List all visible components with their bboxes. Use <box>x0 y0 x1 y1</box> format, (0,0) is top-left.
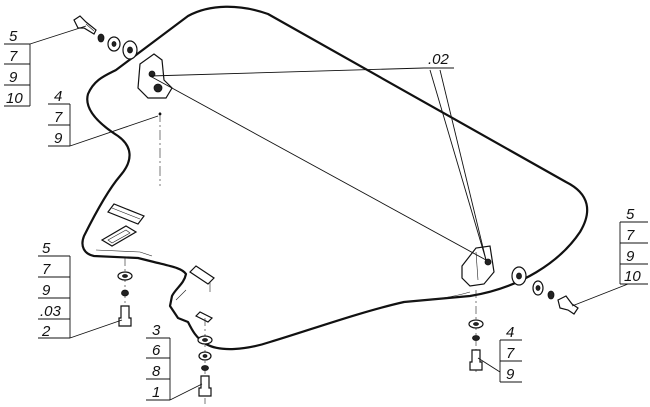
skid-plate-rib <box>175 289 187 301</box>
callout-item: 9 <box>54 130 63 147</box>
callout-item: 2 <box>41 323 51 340</box>
callout-item: 7 <box>54 109 63 126</box>
skid-plate-edge-return <box>403 291 471 303</box>
axis-mid-left <box>69 112 162 186</box>
tab-bottom <box>189 265 215 285</box>
callout-item: 7 <box>626 227 635 244</box>
fastener-stack-bottom-center <box>169 318 213 404</box>
callout-item: 6 <box>152 342 161 359</box>
fastener-stack-lower-left <box>69 258 133 339</box>
callout-item: 7 <box>9 48 18 65</box>
bolt-icon <box>73 15 97 35</box>
tab-upper <box>107 203 145 225</box>
callout-item: 5 <box>42 240 51 257</box>
callout-right: 5 7 9 10 <box>619 206 648 285</box>
callout-item: 5 <box>626 206 635 223</box>
bolt-icon <box>557 295 579 315</box>
callout-item: 9 <box>506 366 515 383</box>
bracket-hole <box>484 258 492 266</box>
tab-slot <box>100 225 138 247</box>
bolt-icon <box>198 375 212 397</box>
callout-item: 8 <box>152 363 161 380</box>
callout-top-left: 5 7 9 10 <box>4 28 31 107</box>
reference-lines: .02 <box>149 51 487 261</box>
callout-item: 7 <box>506 345 515 362</box>
callout-item: 7 <box>42 261 51 278</box>
lock-washer-icon <box>121 289 129 297</box>
fastener-stack-right <box>511 266 629 315</box>
callout-item: .03 <box>40 303 62 320</box>
callout-lower-left: 5 7 9 .03 2 <box>38 240 71 340</box>
callout-item: 3 <box>152 322 161 339</box>
callout-item: 10 <box>6 90 23 107</box>
plate-tabs <box>100 203 215 323</box>
fastener-stack-top-left <box>29 15 138 60</box>
callout-bottom-right: 4 7 9 <box>499 324 522 383</box>
callout-item: 1 <box>152 384 160 401</box>
skid-plate <box>81 5 589 351</box>
callout-item: 4 <box>506 324 514 341</box>
lock-washer-icon <box>472 335 480 341</box>
lock-washer-icon <box>547 290 555 300</box>
callout-item: 4 <box>54 88 62 105</box>
skid-plate-rib <box>95 249 153 257</box>
tab-bottom-2 <box>194 311 214 323</box>
callout-item: 9 <box>626 248 635 265</box>
bracket-lower-right <box>461 245 495 287</box>
ref-label-02: .02 <box>428 51 450 68</box>
callout-item: 10 <box>624 268 641 285</box>
lock-washer-icon <box>97 33 105 43</box>
bolt-icon <box>118 305 132 327</box>
skid-plate-outline <box>81 5 589 351</box>
bracket-nut <box>153 83 163 93</box>
callout-item: 9 <box>9 69 18 86</box>
callout-bottom-center: 3 6 8 1 <box>146 322 171 401</box>
lock-washer-icon <box>201 365 209 371</box>
callout-item: 9 <box>42 282 51 299</box>
bracket-plate <box>461 245 495 287</box>
bolt-icon <box>469 349 483 371</box>
callout-item: 5 <box>9 28 18 45</box>
fastener-stack-bottom-right <box>468 290 501 373</box>
callout-mid-left: 4 7 9 <box>48 88 71 147</box>
